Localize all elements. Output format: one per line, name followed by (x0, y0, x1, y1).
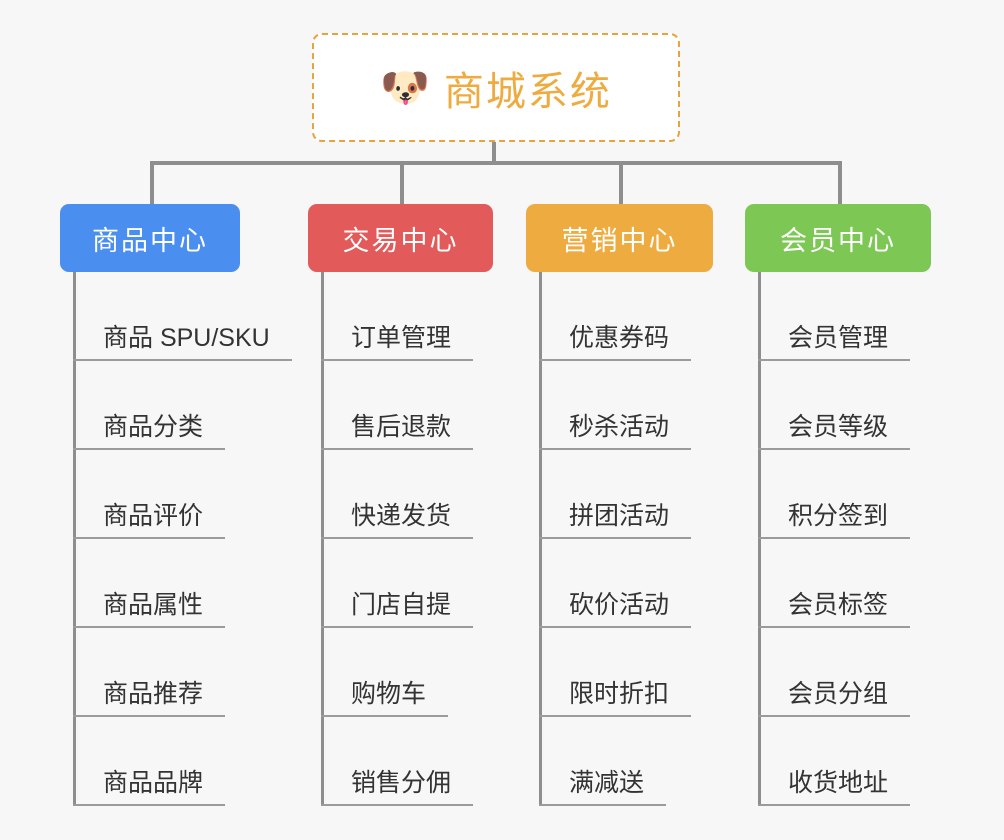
leaf-item-label: 商品推荐 (73, 680, 226, 717)
leaf-item[interactable]: 销售分佣 (308, 717, 493, 806)
leaf-item[interactable]: 积分签到 (745, 450, 931, 539)
leaf-item[interactable]: 优惠券码 (526, 272, 713, 361)
branch-header-2[interactable]: 交易中心 (308, 204, 493, 272)
branch-header-label: 会员中心 (780, 225, 896, 256)
leaf-list-3: 优惠券码秒杀活动拼团活动砍价活动限时折扣满减送 (526, 272, 713, 806)
leaf-item[interactable]: 商品评价 (60, 450, 292, 539)
leaf-item-label: 优惠券码 (539, 324, 692, 361)
leaf-item-label: 售后退款 (321, 413, 474, 450)
leaf-list-1: 商品 SPU/SKU 商品分类商品评价商品属性商品推荐商品品牌 (60, 272, 292, 806)
branch-column-4: 会员中心会员管理会员等级积分签到会员标签会员分组收货地址 (745, 204, 931, 806)
branch-column-3: 营销中心优惠券码秒杀活动拼团活动砍价活动限时折扣满减送 (526, 204, 713, 806)
connector-drop-2 (400, 161, 404, 208)
leaf-item-label: 商品属性 (73, 591, 226, 628)
leaf-item-label: 商品评价 (73, 502, 226, 539)
leaf-item-label: 商品品牌 (73, 769, 226, 806)
leaf-item[interactable]: 砍价活动 (526, 539, 713, 628)
leaf-item-label: 商品分类 (73, 413, 226, 450)
leaf-item-label: 门店自提 (321, 591, 474, 628)
connector-drop-4 (838, 161, 842, 208)
leaf-item[interactable]: 门店自提 (308, 539, 493, 628)
leaf-item[interactable]: 限时折扣 (526, 628, 713, 717)
leaf-item-label: 砍价活动 (539, 591, 692, 628)
leaf-item-label: 会员管理 (758, 324, 911, 361)
leaf-item[interactable]: 会员管理 (745, 272, 931, 361)
leaf-item[interactable]: 秒杀活动 (526, 361, 713, 450)
leaf-item[interactable]: 拼团活动 (526, 450, 713, 539)
leaf-item-label: 秒杀活动 (539, 413, 692, 450)
leaf-item[interactable]: 商品 SPU/SKU (60, 272, 292, 361)
connector-drop-1 (150, 161, 154, 208)
branch-spine-4 (758, 272, 761, 806)
leaf-item-label: 订单管理 (321, 324, 474, 361)
branch-column-2: 交易中心订单管理售后退款快递发货门店自提购物车销售分佣 (308, 204, 493, 806)
leaf-item[interactable]: 会员分组 (745, 628, 931, 717)
leaf-item[interactable]: 收货地址 (745, 717, 931, 806)
leaf-item[interactable]: 商品推荐 (60, 628, 292, 717)
branch-header-label: 交易中心 (342, 225, 459, 256)
branch-column-1: 商品中心商品 SPU/SKU 商品分类商品评价商品属性商品推荐商品品牌 (60, 204, 292, 806)
branch-spine-3 (539, 272, 542, 806)
leaf-item[interactable]: 快递发货 (308, 450, 493, 539)
leaf-item[interactable]: 售后退款 (308, 361, 493, 450)
branch-header-label: 营销中心 (561, 225, 678, 256)
leaf-item[interactable]: 商品分类 (60, 361, 292, 450)
branch-header-1[interactable]: 商品中心 (60, 204, 240, 272)
leaf-item-label: 满减送 (539, 769, 667, 806)
branch-spine-2 (321, 272, 324, 806)
leaf-item[interactable]: 购物车 (308, 628, 493, 717)
leaf-item-label: 拼团活动 (539, 502, 692, 539)
root-node-shop-system[interactable]: 🐶 商城系统 (312, 33, 680, 142)
leaf-item[interactable]: 会员等级 (745, 361, 931, 450)
branch-header-3[interactable]: 营销中心 (526, 204, 713, 272)
leaf-list-2: 订单管理售后退款快递发货门店自提购物车销售分佣 (308, 272, 493, 806)
branch-spine-1 (73, 272, 76, 806)
leaf-item-label: 商品 SPU/SKU (73, 324, 292, 361)
leaf-item-label: 限时折扣 (539, 680, 692, 717)
branch-header-4[interactable]: 会员中心 (745, 204, 931, 272)
leaf-item-label: 购物车 (321, 680, 449, 717)
leaf-item-label: 销售分佣 (321, 769, 474, 806)
leaf-item[interactable]: 商品属性 (60, 539, 292, 628)
leaf-item[interactable]: 商品品牌 (60, 717, 292, 806)
leaf-item-label: 积分签到 (758, 502, 911, 539)
leaf-list-4: 会员管理会员等级积分签到会员标签会员分组收货地址 (745, 272, 931, 806)
leaf-item-label: 收货地址 (758, 769, 911, 806)
leaf-item-label: 快递发货 (321, 502, 474, 539)
leaf-item-label: 会员等级 (758, 413, 911, 450)
branch-header-label: 商品中心 (92, 225, 208, 256)
dog-face-icon: 🐶 (380, 65, 430, 110)
connector-root-stem (492, 142, 496, 164)
leaf-item[interactable]: 满减送 (526, 717, 713, 806)
leaf-item-label: 会员分组 (758, 680, 911, 717)
leaf-item[interactable]: 订单管理 (308, 272, 493, 361)
connector-horizontal-bus (150, 161, 840, 165)
leaf-item[interactable]: 会员标签 (745, 539, 931, 628)
root-node-label: 商城系统 (443, 69, 612, 114)
connector-drop-3 (619, 161, 623, 208)
leaf-item-label: 会员标签 (758, 591, 911, 628)
